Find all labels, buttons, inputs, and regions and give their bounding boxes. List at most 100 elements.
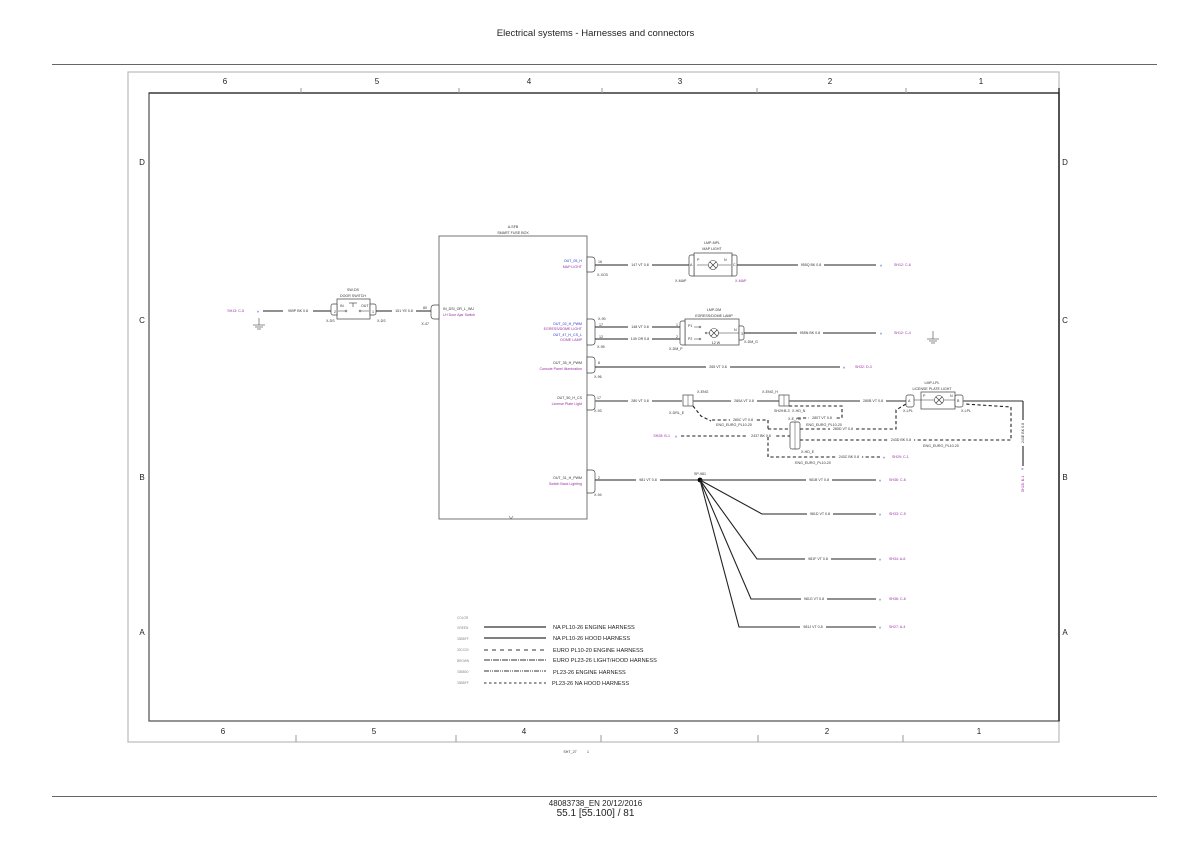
connector-id: X-ENG_H — [762, 390, 778, 394]
wire-label-bg — [800, 624, 826, 630]
wire-label-bg — [628, 262, 652, 268]
wire-label: 147 VT 0.8 — [631, 263, 649, 267]
module-pin-signal: OUT_02_H_PWM — [553, 322, 582, 326]
offsheet-ref: SH32: D-3 — [855, 365, 872, 369]
module-ground-mark — [508, 515, 514, 520]
offsheet-ref: SH36: C-6 — [889, 478, 906, 482]
pin-number: 3 — [741, 332, 743, 336]
wire-label: 280T VT 0.8 — [812, 416, 832, 420]
offsheet-arrow-icon[interactable]: » — [880, 331, 883, 336]
branch-wire — [699, 479, 876, 515]
legend-code: 33CC00 — [457, 648, 469, 652]
license-plate-circuit: 280 VT 0.8 X-ENG X-DRL_E 280A VT 0.8 X-E… — [595, 381, 1026, 492]
row-label: B — [1062, 473, 1067, 482]
wire-label: 243E BK 0.8 — [1021, 423, 1025, 443]
offsheet-ref: SH28: B-1 — [653, 434, 670, 438]
component-id: SW-DS — [347, 288, 360, 292]
connector-id: X-96 — [594, 375, 602, 379]
column-label: 6 — [223, 77, 228, 86]
switch-contact — [704, 331, 708, 335]
wire-label-bg — [888, 437, 914, 443]
pin-label: N — [734, 328, 737, 332]
wire-label-bg — [797, 330, 823, 336]
row-label: D — [139, 158, 145, 167]
pin-label: P — [923, 394, 926, 398]
splice-id: SP-981 — [694, 472, 706, 476]
offsheet-arrow-icon[interactable]: » — [883, 455, 886, 460]
branch-wire — [699, 479, 876, 560]
row-label: A — [1062, 628, 1068, 637]
module-pin-desc: Console Panel Illumination — [539, 367, 582, 371]
connector-id: X-HD_E — [801, 450, 815, 454]
legend-label: NA PL10-26 ENGINE HARNESS — [553, 625, 635, 631]
connector-id: X-DM_P — [669, 347, 683, 351]
offsheet-arrow-icon[interactable]: » — [879, 597, 882, 602]
harness-label: ENG_EURO_PL10-20 — [923, 444, 959, 448]
connector-id: X-LPL — [903, 409, 913, 413]
branch-wire — [699, 479, 876, 600]
wire-label-bg — [636, 477, 660, 483]
offsheet-arrow-icon[interactable]: » — [879, 478, 882, 483]
pin-label: C — [733, 263, 736, 267]
legend-code: GREEN — [457, 626, 469, 630]
wire-label-bg — [628, 336, 652, 342]
connector-id: X-95 — [597, 345, 605, 349]
legend-code: 33BBFF — [457, 681, 469, 685]
wire-label: 280A VT 0.8 — [734, 399, 754, 403]
wire-label: 149 OR 0.8 — [631, 337, 649, 341]
pin-number: 1 — [372, 310, 374, 314]
module-pin-signal: IN_DSI_OR_L_WU — [443, 307, 474, 311]
offsheet-arrow-icon[interactable]: » — [675, 434, 678, 439]
offsheet-arrow-icon[interactable]: » — [880, 263, 883, 268]
harness-label: ENG_EURO_PL10-20 — [716, 423, 752, 427]
offsheet-arrow-icon[interactable]: » — [879, 512, 882, 517]
pin-number: 2 — [334, 310, 336, 314]
column-ticks-top — [300, 88, 907, 93]
wire-label-bg — [706, 364, 730, 370]
switch-backlighting-circuit: 981 VT 0.8 SP-981 981B VT 0.8 » SH36: C-… — [595, 472, 906, 630]
legend-label: EURO PL10-20 ENGINE HARNESS — [553, 648, 644, 654]
wire-label: 243C BK 0.8 — [839, 455, 859, 459]
connector-shell — [330, 303, 338, 316]
wire-label: 265 VT 0.8 — [709, 365, 727, 369]
wire-label-bg — [748, 433, 774, 439]
connector-id: X-DM_G — [744, 340, 758, 344]
offsheet-arrow-icon[interactable]: » — [879, 625, 882, 630]
offsheet-arrow-icon[interactable]: » — [257, 309, 260, 314]
module-pin-desc: Switch Back Lighting — [549, 482, 582, 486]
offsheet-arrow-icon[interactable]: » — [1020, 468, 1025, 471]
connector-shell — [688, 254, 695, 277]
wire-label-bg — [1020, 420, 1026, 446]
column-label: 6 — [221, 727, 226, 736]
pin-label: P1 — [688, 324, 692, 328]
component-name: MAP LIGHT — [702, 247, 722, 251]
page-header-title: Electrical systems - Harnesses and conne… — [496, 28, 695, 39]
row-label: C — [1062, 316, 1068, 325]
module-pin-desc: MAP LIGHT — [563, 265, 583, 269]
wire-label-bg — [730, 417, 756, 423]
row-label: D — [1062, 158, 1068, 167]
module-pin-signal: OUT_35_H_PWM — [553, 361, 582, 365]
column-label: 5 — [372, 727, 377, 736]
wire-label-bg — [801, 596, 827, 602]
offsheet-arrow-icon[interactable]: » — [843, 365, 846, 370]
module-pin-signal: OUT_50_H_CS — [557, 396, 583, 400]
wire-label-bg — [830, 426, 856, 432]
pin-number: 17 — [599, 323, 603, 327]
pin-number: 12 — [599, 335, 603, 339]
euro-wire — [692, 405, 712, 422]
lamp-icon — [709, 328, 719, 338]
lamp-icon — [934, 395, 944, 405]
wire-label: 981 VT 0.8 — [639, 478, 657, 482]
wire-label: 955Q BK 0.8 — [801, 263, 822, 267]
offsheet-arrow-icon[interactable]: » — [879, 557, 882, 562]
module-pin-desc: DOME LAMP — [560, 338, 582, 342]
euro-wire — [767, 437, 880, 458]
module-pin-desc: License Plate Light — [552, 402, 582, 406]
sheet-number: 1 — [587, 750, 589, 754]
offsheet-ref: SH28: B-1 — [1021, 476, 1025, 493]
column-label: 4 — [522, 727, 527, 736]
wire-label: 280C VT 0.8 — [733, 418, 753, 422]
legend-label: PL23-26 ENGINE HARNESS — [553, 670, 626, 676]
